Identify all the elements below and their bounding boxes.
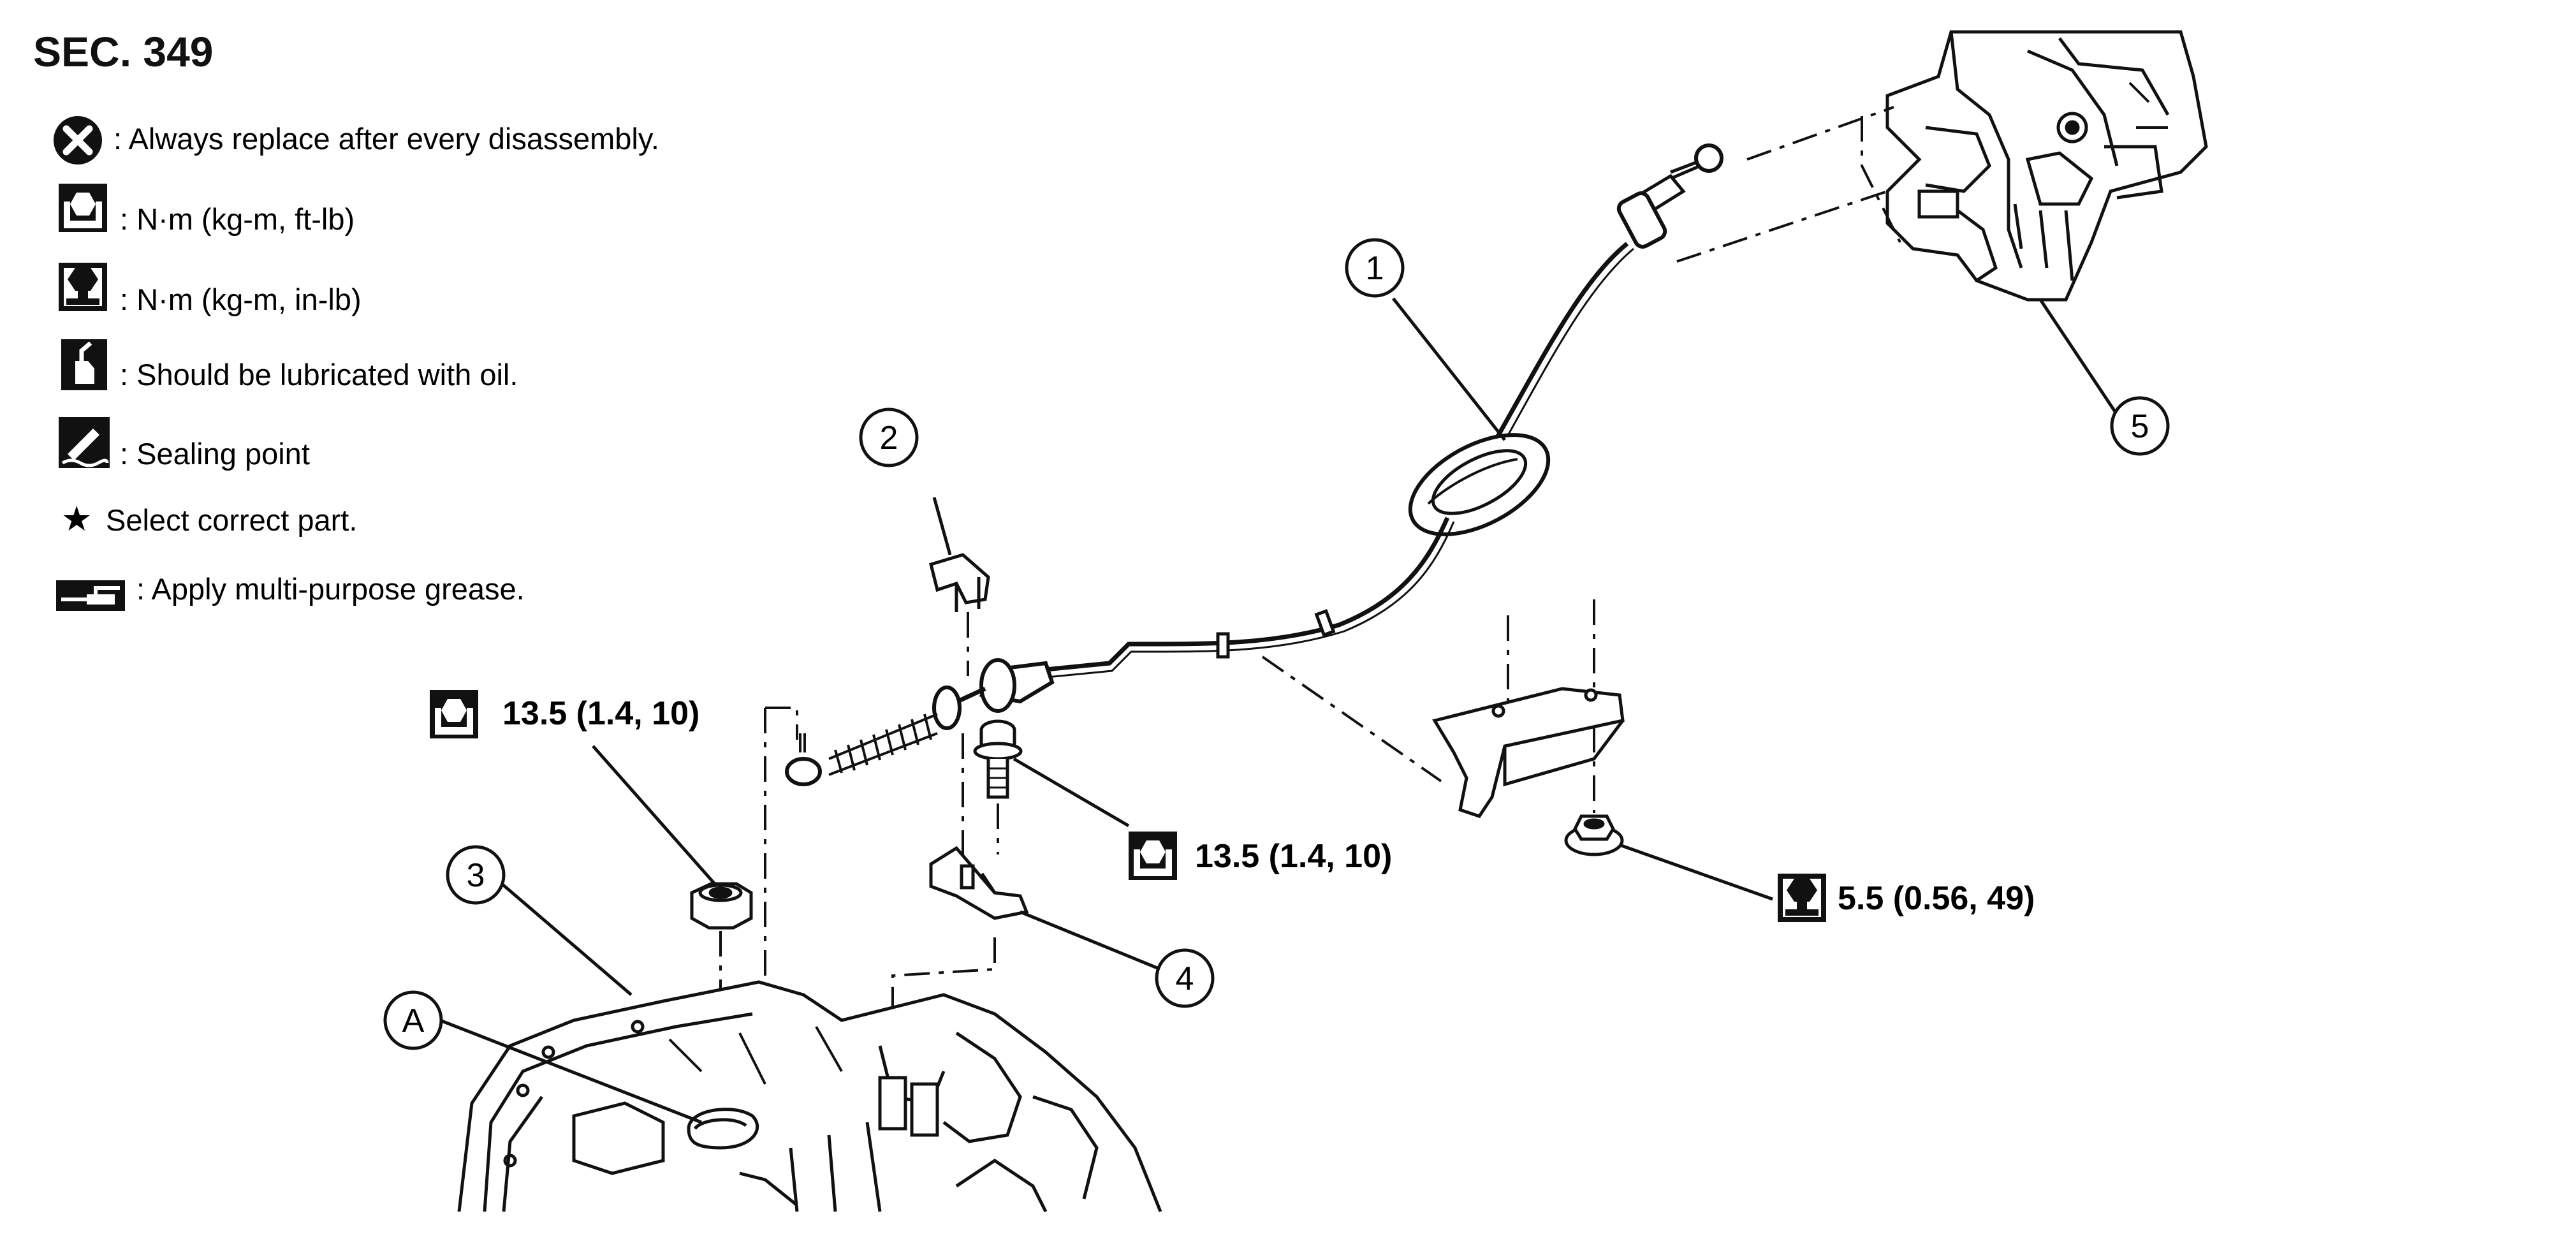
legend-row-grease: : Apply multi-purpose grease.: [56, 572, 525, 611]
svg-text:3: 3: [467, 857, 485, 894]
callout-4: 4: [1155, 948, 1215, 1008]
x-circle-icon: [54, 116, 102, 165]
svg-text:A: A: [402, 1002, 425, 1039]
legend-row-oil: : Should be lubricated with oil.: [61, 339, 518, 392]
svg-text:1: 1: [1366, 250, 1384, 287]
star-icon: ★: [61, 500, 92, 538]
leader-line-4: [1020, 910, 1161, 971]
torque-nm-ftlb-icon: [430, 690, 478, 738]
torque-nm-ftlb-icon: [59, 184, 107, 232]
legend-text: : N·m (kg-m, in-lb): [120, 282, 362, 316]
torque-label-nut-right: 5.5 (0.56, 49): [1778, 874, 2035, 922]
grease-icon: [56, 580, 125, 611]
legend-row-torque-inlb: : N·m (kg-m, in-lb): [59, 263, 362, 316]
torque-value: 13.5 (1.4, 10): [1195, 838, 1392, 875]
sealing-point-icon: [59, 417, 110, 468]
leader-line-bolt: [1013, 757, 1130, 828]
legend-text: : Always replace after every disassembly…: [113, 122, 659, 156]
bracket: [929, 846, 1029, 920]
leader-line-5: [2038, 298, 2119, 416]
leader-line-nut-left: [592, 745, 715, 884]
dashed-alignment-line: [1507, 599, 1595, 813]
torque-nm-inlb-icon: [1778, 874, 1826, 922]
control-device-assembly: [1885, 30, 2208, 302]
torque-nm-inlb-icon: [59, 263, 107, 311]
leader-line-1: [1392, 297, 1506, 441]
torque-value: 5.5 (0.56, 49): [1838, 880, 2035, 917]
cable-bracket-right: [1432, 687, 1625, 818]
dashed-alignment-line: [1261, 656, 1442, 782]
nut-right: [1564, 814, 1624, 856]
bracket-bolt: [973, 719, 1023, 799]
callout-3: 3: [446, 845, 506, 905]
legend-text: : N·m (kg-m, ft-lb): [120, 202, 355, 236]
legend-row-replace: : Always replace after every disassembly…: [54, 116, 659, 165]
leader-line-2: [932, 497, 952, 555]
svg-text:2: 2: [880, 420, 898, 457]
callout-A: A: [383, 990, 443, 1050]
svg-text:4: 4: [1176, 960, 1194, 997]
callout-2: 2: [859, 407, 919, 467]
section-title: SEC. 349: [33, 28, 214, 75]
leader-line-nut-right: [1619, 843, 1773, 901]
legend-text: : Should be lubricated with oil.: [120, 358, 518, 392]
legend-row-torque-ftlb: : N·m (kg-m, ft-lb): [59, 184, 355, 236]
dashed-alignment-line: [962, 612, 969, 854]
legend-row-star: ★ Select correct part.: [61, 500, 357, 538]
torque-nm-ftlb-icon: [1129, 832, 1177, 880]
legend-row-sealing: : Sealing point: [59, 417, 310, 471]
legend-text: : Sealing point: [120, 437, 310, 471]
torque-label-nut-left: 13.5 (1.4, 10): [430, 690, 699, 738]
lock-plate: [928, 553, 990, 612]
control-cable: [785, 143, 1723, 786]
torque-label-bolt-center: 13.5 (1.4, 10): [1129, 832, 1392, 880]
legend-text: Select correct part.: [106, 503, 357, 537]
nut-left: [690, 882, 753, 930]
transaxle-assembly: [457, 980, 1162, 1213]
torque-value: 13.5 (1.4, 10): [502, 695, 699, 732]
cable-grommet: [1408, 433, 1551, 536]
leader-line-A: [439, 1018, 702, 1124]
dashed-alignment-line: [1676, 106, 1901, 263]
callout-1: 1: [1345, 238, 1405, 298]
leader-line-3: [496, 879, 633, 996]
svg-text:5: 5: [2131, 408, 2149, 445]
legend: : Always replace after every disassembly…: [54, 116, 659, 611]
callout-5: 5: [2110, 396, 2170, 456]
legend-text: : Apply multi-purpose grease.: [136, 572, 525, 606]
cable-end-eyelet: [1694, 143, 1723, 173]
oil-can-icon: [61, 339, 107, 390]
